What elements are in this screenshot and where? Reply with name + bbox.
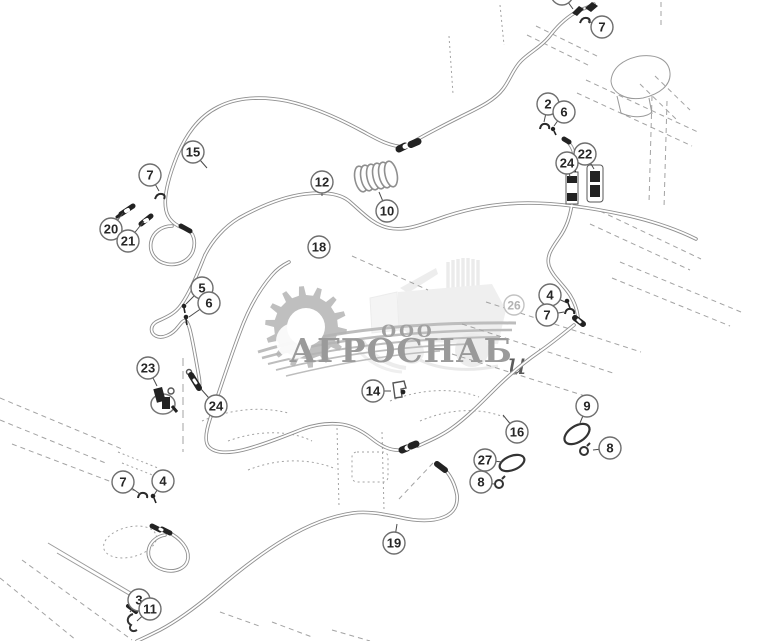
svg-text:24: 24 <box>560 156 575 171</box>
valve-23 <box>150 386 179 415</box>
svg-text:7: 7 <box>543 308 550 323</box>
callout-18[interactable]: 18 <box>307 235 331 259</box>
svg-text:22: 22 <box>578 147 592 162</box>
clip-7-upper-left <box>154 192 166 200</box>
callout-10[interactable]: 10 <box>375 191 399 223</box>
svg-text:20: 20 <box>104 222 118 237</box>
oring-27 <box>498 453 526 473</box>
inline-fitting-hose15 <box>395 138 422 153</box>
hose-end-fitting <box>572 2 598 24</box>
callout-6[interactable]: 6 <box>552 100 576 127</box>
svg-text:14: 14 <box>366 384 381 399</box>
clip-7-bottom-left <box>137 491 149 499</box>
callout-8[interactable]: 8 <box>592 436 622 460</box>
callout-8[interactable]: 8 <box>469 470 495 494</box>
clip-8-left <box>494 475 506 489</box>
svg-text:2: 2 <box>544 97 551 112</box>
svg-text:27: 27 <box>478 453 492 468</box>
callout-19[interactable]: 19 <box>382 523 406 555</box>
watermark-logo: ООО АГРОСНАБ u <box>257 258 527 382</box>
harvester-silhouette-icon <box>354 258 506 374</box>
fitting-hose16 <box>572 315 586 327</box>
callout-top <box>551 0 574 10</box>
svg-text:8: 8 <box>477 475 484 490</box>
hose19-plug <box>434 461 448 473</box>
watermark-company-name: АГРОСНАБ <box>289 331 513 370</box>
fitting-20 <box>115 203 136 219</box>
bracket-14 <box>392 380 407 399</box>
valve-22 <box>586 164 604 203</box>
frame-structure-lines <box>0 2 742 641</box>
clip-7-right <box>564 307 576 315</box>
clip-8-right <box>579 442 591 456</box>
svg-text:15: 15 <box>186 145 200 160</box>
callout-22[interactable]: 22 <box>573 142 597 170</box>
inline-fitting-hose16 <box>398 440 420 454</box>
bolt-6b <box>550 126 557 136</box>
svg-text:16: 16 <box>510 425 524 440</box>
svg-text:7: 7 <box>146 168 153 183</box>
callout-23[interactable]: 23 <box>136 356 160 387</box>
svg-text:4: 4 <box>546 288 554 303</box>
pigtail-fittings <box>149 523 173 536</box>
hose16-start-fitting <box>561 136 572 145</box>
callout-27[interactable]: 27 <box>473 448 503 472</box>
callout-11[interactable]: 11 <box>136 597 162 622</box>
hose15-end-fitting <box>178 223 193 234</box>
svg-text:7: 7 <box>119 475 126 490</box>
callout-7[interactable]: 7 <box>535 303 565 327</box>
hose-12-path <box>203 191 698 257</box>
hose-15-upper-path <box>406 2 596 147</box>
callout-12[interactable]: 12 <box>310 170 334 196</box>
parts-layer <box>115 2 604 633</box>
bolt-5 <box>181 303 187 314</box>
svg-text:19: 19 <box>387 536 401 551</box>
svg-text:10: 10 <box>380 204 394 219</box>
callout-14[interactable]: 14 <box>361 379 391 403</box>
callout-4[interactable]: 4 <box>151 469 175 496</box>
svg-text:24: 24 <box>209 399 224 414</box>
oring-9 <box>563 422 591 446</box>
svg-text:8: 8 <box>606 441 613 456</box>
callout-15[interactable]: 15 <box>181 140 208 169</box>
callout-24[interactable]: 24 <box>200 388 228 418</box>
svg-text:23: 23 <box>141 361 155 376</box>
fitting-24-left <box>185 368 202 391</box>
clip-2 <box>539 122 551 130</box>
callout-7[interactable]: 7 <box>587 15 614 39</box>
svg-text:18: 18 <box>312 240 326 255</box>
svg-text:5: 5 <box>198 281 205 296</box>
svg-text:21: 21 <box>121 234 135 249</box>
svg-text:9: 9 <box>583 399 590 414</box>
watermark-company-prefix: ООО <box>381 322 434 342</box>
bolt-4-bottom-left <box>150 493 157 504</box>
svg-text:12: 12 <box>315 175 329 190</box>
svg-text:6: 6 <box>560 105 567 120</box>
coil-spring <box>353 160 399 193</box>
svg-text:7: 7 <box>598 20 605 35</box>
bolt-6 <box>183 314 189 326</box>
callout-20[interactable]: 20 <box>99 212 124 241</box>
svg-text:3: 3 <box>135 593 142 608</box>
callout-6[interactable]: 6 <box>188 291 221 318</box>
svg-text:4: 4 <box>159 474 167 489</box>
callout-9[interactable]: 9 <box>575 394 599 424</box>
callout-16[interactable]: 16 <box>502 414 529 444</box>
callout-7[interactable]: 7 <box>111 470 141 495</box>
svg-text:6: 6 <box>205 296 212 311</box>
callout-21[interactable]: 21 <box>116 220 145 253</box>
bolt-4-right <box>564 298 571 309</box>
callout-4[interactable]: 4 <box>538 283 566 307</box>
gear-icon <box>265 286 347 368</box>
svg-text:26: 26 <box>507 299 521 313</box>
svg-text:11: 11 <box>143 602 157 617</box>
callout-24[interactable]: 24 <box>555 151 579 178</box>
callout-7[interactable]: 7 <box>138 163 162 192</box>
callout-26[interactable]: 26 <box>503 294 525 316</box>
